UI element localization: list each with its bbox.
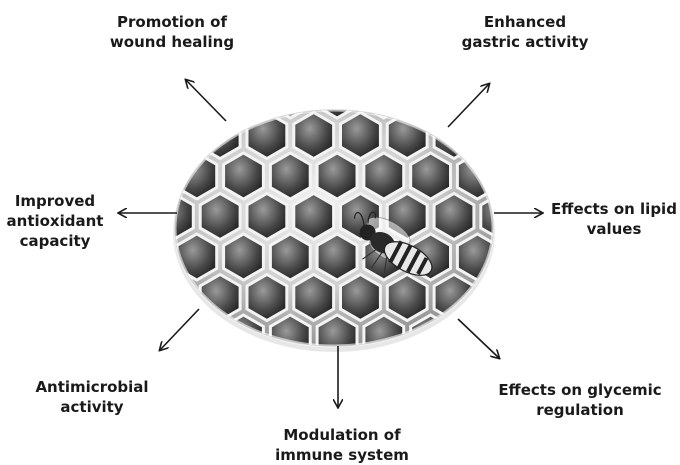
comb-cell [481,113,521,159]
comb-cell [317,153,357,199]
comb-cell [130,72,170,118]
label-wound-healing: Promotion of wound healing [82,12,262,52]
comb-cell [387,275,427,321]
comb-cell [247,113,287,159]
arrow-to-antimicrobial [160,309,199,350]
comb-cell [341,113,381,159]
comb-cell [224,72,264,118]
comb-cell [294,113,334,159]
comb-cell [154,113,194,159]
comb-cell [247,275,287,321]
comb-cell [130,153,170,199]
arrow-to-wound-healing [186,80,226,121]
comb-cell [224,234,264,280]
arrow-to-glycemic [458,319,499,358]
comb-cell [247,194,287,240]
comb-cell [364,153,404,199]
comb-cell [434,194,474,240]
honeycomb-image [130,72,521,361]
comb-cell [481,194,521,240]
comb-cell [294,275,334,321]
comb-cell [317,315,357,361]
label-glycemic-regulation: Effects on glycemic regulation [482,380,678,420]
comb-cell [294,194,334,240]
comb-cell [177,315,217,361]
label-immune-system: Modulation of immune system [262,425,422,465]
label-antimicrobial-activity: Antimicrobial activity [22,377,162,417]
comb-cell [364,72,404,118]
comb-cell [411,72,451,118]
comb-cell [317,234,357,280]
comb-cell [200,194,240,240]
label-lipid-values: Effects on lipid values [548,199,680,239]
label-antioxidant-capacity: Improved antioxidant capacity [0,191,110,251]
comb-cell [411,153,451,199]
label-gastric-activity: Enhanced gastric activity [440,12,610,52]
arrow-to-gastric [448,84,489,127]
comb-cell [130,315,170,361]
comb-cell [130,234,170,280]
comb-cell [270,153,310,199]
comb-cell [270,234,310,280]
comb-cell [341,275,381,321]
comb-cell [177,72,217,118]
comb-cell [481,275,521,321]
comb-cell [224,153,264,199]
